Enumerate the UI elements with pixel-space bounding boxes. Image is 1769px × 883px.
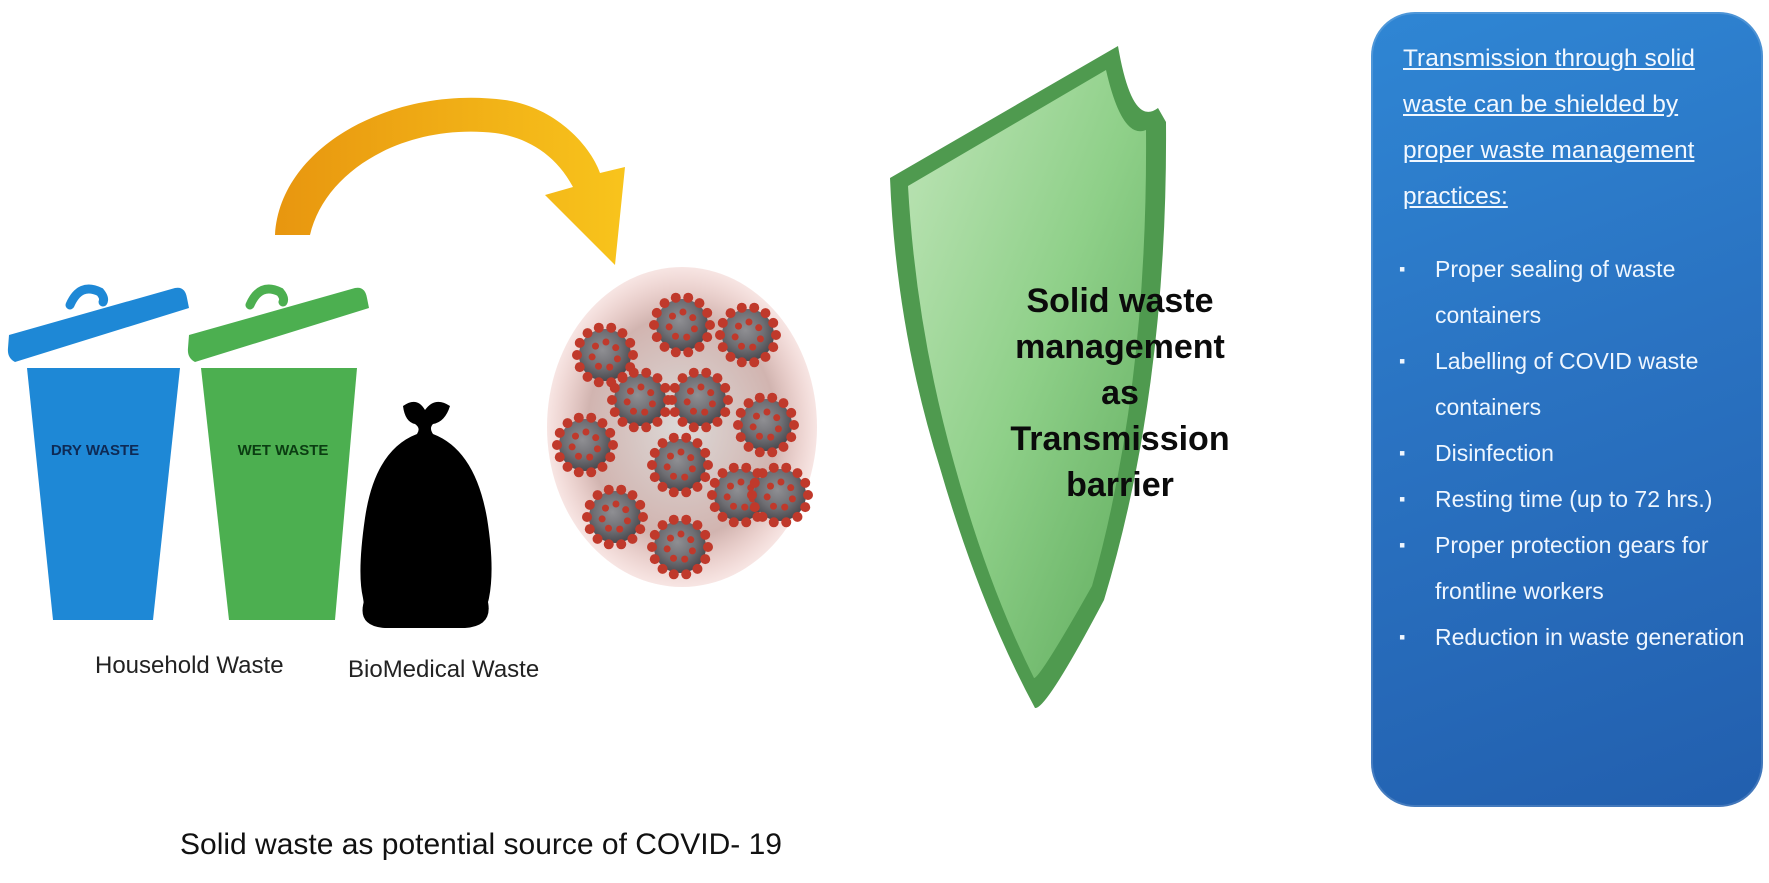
info-heading: Transmission through solid waste can be … [1403, 45, 1695, 210]
virion-icon [647, 514, 713, 580]
virion-icon [747, 462, 813, 528]
virion-icon [582, 484, 648, 550]
virion-icon [733, 392, 799, 458]
info-list: ▪ Proper sealing of waste containers ▪ Lab… [1389, 246, 1749, 660]
biomedical-bag-icon [360, 401, 492, 628]
list-item-text: Disinfection [1435, 440, 1554, 466]
wet-waste-bin-icon [187, 284, 369, 620]
list-item-text: Resting time (up to 72 hrs.) [1435, 486, 1713, 512]
list-item: ▪ Resting time (up to 72 hrs.) [1389, 476, 1749, 522]
virion-icon [715, 302, 781, 368]
coronavirus-cluster-icon [547, 267, 817, 587]
list-item: ▪ Proper sealing of waste containers [1389, 246, 1749, 338]
virion-icon [647, 432, 713, 498]
list-item: ▪ Proper protection gears for frontline w… [1389, 522, 1749, 614]
virion-icon [607, 367, 673, 433]
dry-waste-label: DRY WASTE [50, 442, 140, 459]
bottom-caption: Solid waste as potential source of COVID… [180, 828, 782, 861]
shield-icon [890, 46, 1167, 709]
shield-text: Solid waste management as Transmission b… [1010, 282, 1230, 504]
bullet-icon: ▪ [1399, 627, 1406, 647]
virion-icon [649, 292, 715, 358]
list-item: ▪ Labelling of COVID waste containers [1389, 338, 1749, 430]
virion-icon [552, 412, 618, 478]
bullet-icon: ▪ [1399, 259, 1406, 279]
list-item-text: Proper protection gears for frontline wo… [1435, 532, 1709, 604]
list-item-text: Proper sealing of waste containers [1435, 256, 1676, 328]
wet-waste-label: WET WASTE [237, 442, 329, 459]
info-box: Transmission through solid waste can be … [1371, 12, 1763, 807]
curved-arrow-icon [275, 97, 625, 265]
list-item: ▪ Disinfection [1389, 430, 1749, 476]
list-item-text: Reduction in waste generation [1435, 624, 1745, 650]
list-item: ▪ Reduction in waste generation [1389, 614, 1749, 660]
bullet-icon: ▪ [1399, 489, 1406, 509]
household-waste-caption: Household Waste [95, 652, 284, 679]
list-item-text: Labelling of COVID waste containers [1435, 348, 1699, 420]
virion-icon [667, 367, 733, 433]
biomedical-waste-caption: BioMedical Waste [348, 656, 540, 683]
bullet-icon: ▪ [1399, 535, 1406, 555]
bullet-icon: ▪ [1399, 351, 1406, 371]
bullet-icon: ▪ [1399, 443, 1406, 463]
dry-waste-bin-icon [7, 284, 190, 620]
